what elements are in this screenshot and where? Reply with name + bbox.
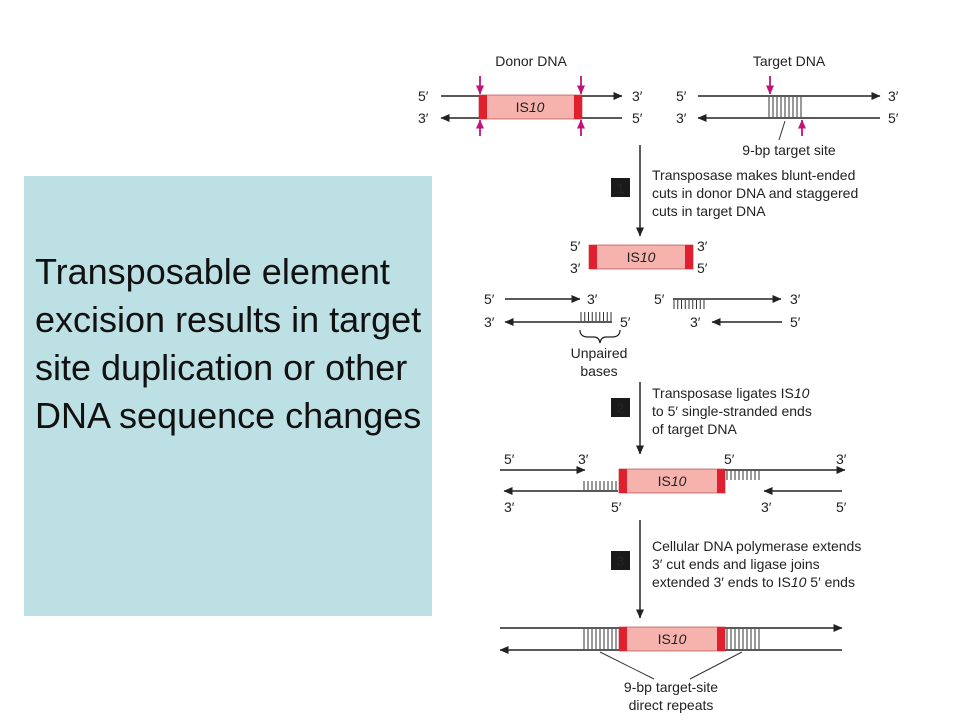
step-1-text-line2: cuts in donor DNA and staggered [652,185,858,201]
step-3-text-line3: extended 3′ ends to IS10 5′ ends [652,574,855,590]
unpaired-bases-right [673,300,705,309]
unpaired-label-line1: Unpaired [571,345,628,361]
ligated-top-left-three-end: 3′ [578,451,589,467]
cut-right-bottom-right-end: 5′ [790,314,801,330]
donor-dna-label: Donor DNA [495,53,567,69]
donor-bottom-right-end: 5′ [632,110,643,126]
cut-right-top-left-end: 5′ [654,291,665,307]
ligated-top-right-end: 3′ [836,451,847,467]
excised-bottom-right-end: 5′ [697,260,708,276]
direct-repeat-right [726,629,760,649]
target-top-right-end: 3′ [888,88,899,104]
unpaired-bases-left [580,312,612,321]
step-3-box [611,551,630,570]
step-3-text-line2: 3′ cut ends and ligase joins [652,556,820,572]
ligated-top-mid-end: 5′ [724,451,735,467]
unpaired-brace [579,329,621,344]
step-1-box [611,178,630,197]
excised-top-left-end: 5′ [570,238,581,254]
ligated-bottom-left-end: 3′ [504,499,515,515]
step-2-box [611,398,630,417]
repeats-label-line2: direct repeats [629,697,714,713]
cut-right-bottom-left-end: 3′ [690,314,701,330]
is10-element-ligated: IS10 [618,468,726,494]
step-2-text-line1: Transposase ligates IS10 [652,385,810,401]
step-2-text-line3: of target DNA [652,421,737,437]
cut-left-top-left-end: 5′ [484,291,495,307]
target-bottom-left-end: 3′ [676,110,687,126]
target-site-pointer [778,120,786,141]
ligated-top-left-end: 5′ [504,451,515,467]
ligated-bottom-right-end: 5′ [836,499,847,515]
ligated-bottom-mid-end: 5′ [611,499,622,515]
donor-top-right-end: 3′ [632,88,643,104]
repeats-label-line1: 9-bp target-site [624,679,718,695]
step-3-number: 3 [617,553,625,569]
excised-top-right-end: 3′ [697,238,708,254]
step-3-text-line1: Cellular DNA polymerase extends [652,538,861,554]
is10-label: IS10 [658,631,687,647]
target-top-left-end: 5′ [676,88,687,104]
is10-label: IS10 [627,249,656,265]
step-1-number: 1 [617,180,625,196]
step-2-text-line2: to 5′ single-stranded ends [652,403,812,419]
is10-element-excised: IS10 [588,244,694,270]
is10-element-donor: IS10 [478,94,583,120]
step-2-number: 2 [617,400,625,416]
gap-bars-left [583,481,617,490]
is10-label: IS10 [516,99,545,115]
cut-left-bottom-left-end: 3′ [484,314,495,330]
step-1-text-line1: Transposase makes blunt-ended [652,167,855,183]
target-bottom-right-end: 5′ [888,110,899,126]
target-dna-label: Target DNA [753,53,826,69]
ligated-bottom-three-end: 3′ [761,499,772,515]
repeat-pointer-left [599,651,655,680]
excised-bottom-left-end: 3′ [570,260,581,276]
donor-top-left-end: 5′ [418,88,429,104]
cut-right-top-right-end: 3′ [790,291,801,307]
side-panel: Transposable element excision results in… [24,176,432,616]
is10-element-final: IS10 [618,626,726,652]
step-1-text-line3: cuts in target DNA [652,203,766,219]
target-site-bars [768,97,802,117]
repeat-pointer-right [689,651,743,680]
cut-left-top-right-end: 3′ [587,291,598,307]
donor-bottom-left-end: 3′ [418,110,429,126]
target-site-label: 9-bp target site [742,142,836,158]
gap-bars-right [726,471,760,480]
side-text: Transposable element excision results in… [35,251,422,436]
direct-repeat-left [583,629,617,649]
unpaired-label-line2: bases [580,363,617,379]
is10-label: IS10 [658,473,687,489]
cut-left-bottom-right-end: 5′ [620,314,631,330]
